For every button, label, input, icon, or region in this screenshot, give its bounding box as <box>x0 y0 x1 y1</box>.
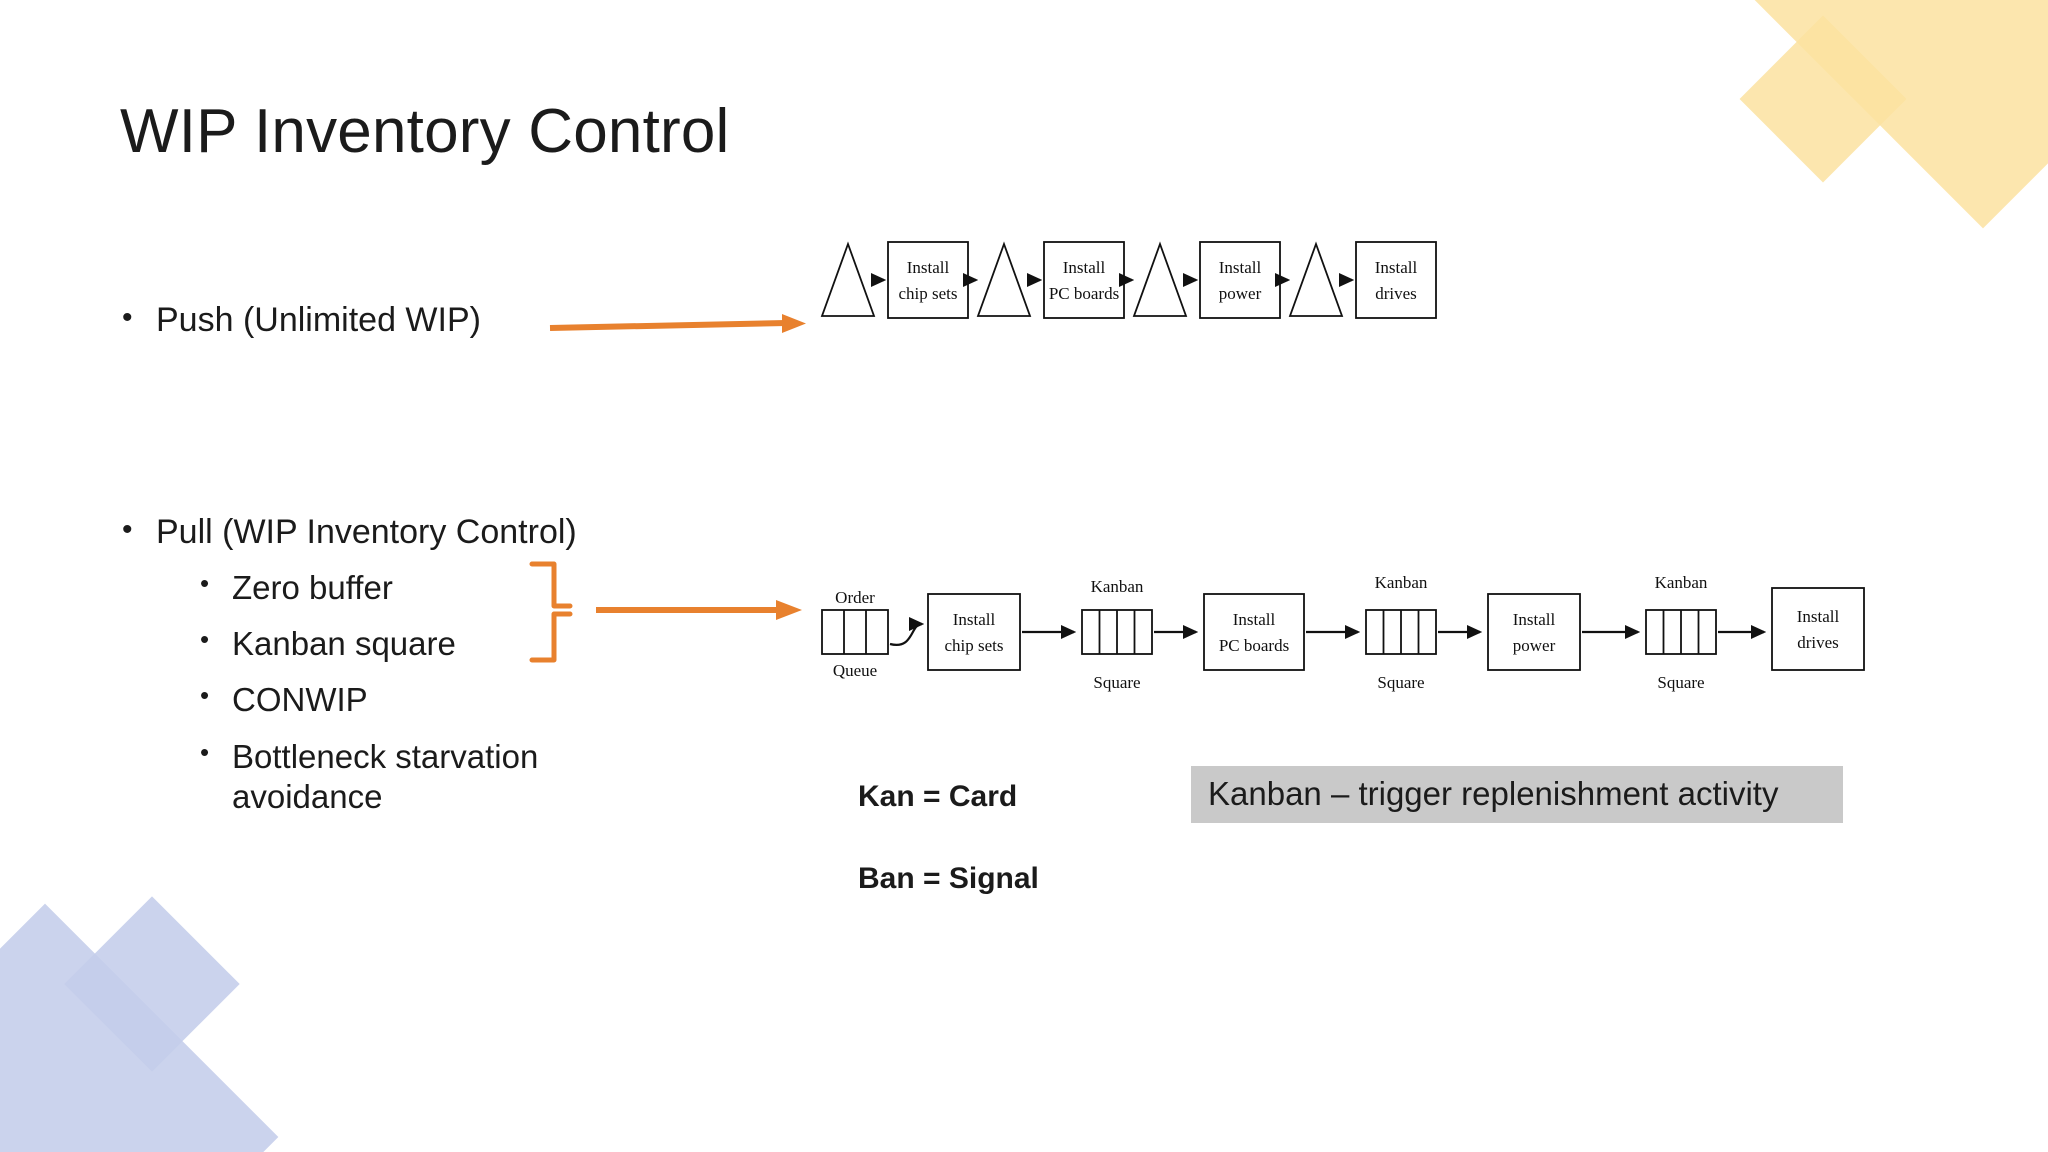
bullet-marker: • <box>122 513 133 546</box>
sub-bullet-label: CONWIP <box>232 681 368 718</box>
pull-process-3 <box>1487 593 1581 671</box>
push-process-3-line2: power <box>1219 284 1262 303</box>
sub-bullet-conwip: • CONWIP <box>200 680 368 720</box>
highlight-text: Kanban – trigger replenishment activity <box>1208 775 1779 812</box>
push-process-1-line1: Install <box>907 258 950 277</box>
bullet-pull: • Pull (WIP Inventory Control) <box>122 512 577 552</box>
push-process-4-line2: drives <box>1375 284 1417 303</box>
bullet-marker: • <box>122 301 133 334</box>
push-process-2-line2: PC boards <box>1049 284 1119 303</box>
bullet-push: • Push (Unlimited WIP) <box>122 300 481 340</box>
pull-process-1-line1: Install <box>953 610 996 629</box>
bullet-marker: • <box>200 737 210 767</box>
note-kan-card: Kan = Card <box>858 780 1018 813</box>
push-triangle-2 <box>976 241 1032 317</box>
push-triangle-3 <box>1132 241 1188 317</box>
sub-bullet-label: Kanban square <box>232 625 456 662</box>
push-process-3 <box>1199 241 1281 319</box>
push-process-1 <box>887 241 969 319</box>
push-triangle-4 <box>1288 241 1344 317</box>
yellow-square-large <box>1749 0 2048 229</box>
pull-order-queue-label-below: Queue <box>833 661 877 680</box>
push-flow-diagram: Install chip sets Install PC boards Inst… <box>820 241 1437 319</box>
bullet-marker: • <box>200 568 210 598</box>
pull-process-4-line1: Install <box>1797 607 1840 626</box>
bullet-pull-label: Pull (WIP Inventory Control) <box>156 513 577 551</box>
pull-process-2-line1: Install <box>1233 610 1276 629</box>
pull-process-4-line2: drives <box>1797 633 1839 652</box>
pull-kanban-3-label-above: Kanban <box>1655 573 1708 592</box>
highlight-box <box>1191 766 1843 823</box>
sub-bullet-label: Zero buffer <box>232 569 393 606</box>
pull-kanban-2-label-above: Kanban <box>1375 573 1428 592</box>
bullet-marker: • <box>200 624 210 654</box>
pull-kanban-1-label-below: Square <box>1093 673 1140 692</box>
decoration-bottom-left <box>0 896 310 1152</box>
bullet-marker: • <box>200 680 210 710</box>
pull-process-1-line2: chip sets <box>944 636 1003 655</box>
pull-process-3-line2: power <box>1513 636 1556 655</box>
sub-bullet-kanban-square: • Kanban square <box>200 624 456 664</box>
pull-flow-diagram: Order Queue Install chip sets Kanban Squ… <box>821 573 1865 692</box>
pull-kanban-2-label-below: Square <box>1377 673 1424 692</box>
pull-kanban-3-label-below: Square <box>1657 673 1704 692</box>
blue-square-small <box>64 896 240 1072</box>
push-process-2 <box>1043 241 1125 319</box>
push-process-4-line1: Install <box>1375 258 1418 277</box>
sub-bullet-zero-buffer: • Zero buffer <box>200 568 393 608</box>
pull-process-2 <box>1203 593 1305 671</box>
page-title: WIP Inventory Control <box>120 97 730 166</box>
note-ban-signal: Ban = Signal <box>858 862 1039 895</box>
push-process-1-line2: chip sets <box>898 284 957 303</box>
decoration-top-right <box>1739 0 2048 230</box>
pull-process-4 <box>1771 587 1865 671</box>
push-triangle-1 <box>820 241 876 317</box>
push-process-4 <box>1355 241 1437 319</box>
pull-order-queue-label-above: Order <box>835 588 875 607</box>
pull-process-3-line1: Install <box>1513 610 1556 629</box>
yellow-square-small <box>1739 15 1907 183</box>
pull-process-1 <box>927 593 1021 671</box>
push-process-3-line1: Install <box>1219 258 1262 277</box>
orange-arrow-push <box>549 314 806 333</box>
push-process-2-line1: Install <box>1063 258 1106 277</box>
pull-order-queue-box <box>821 609 889 655</box>
sub-bullet-label: Bottleneck starvation avoidance <box>232 738 539 815</box>
sub-bullet-bottleneck-starvation-avoidance: • Bottleneck starvation avoidance <box>200 737 632 816</box>
pull-process-2-line2: PC boards <box>1219 636 1289 655</box>
blue-square-large <box>0 903 279 1152</box>
pull-kanban-1-label-above: Kanban <box>1091 577 1144 596</box>
bullet-push-label: Push (Unlimited WIP) <box>156 301 481 339</box>
orange-brace-and-arrow-pull <box>529 561 802 663</box>
